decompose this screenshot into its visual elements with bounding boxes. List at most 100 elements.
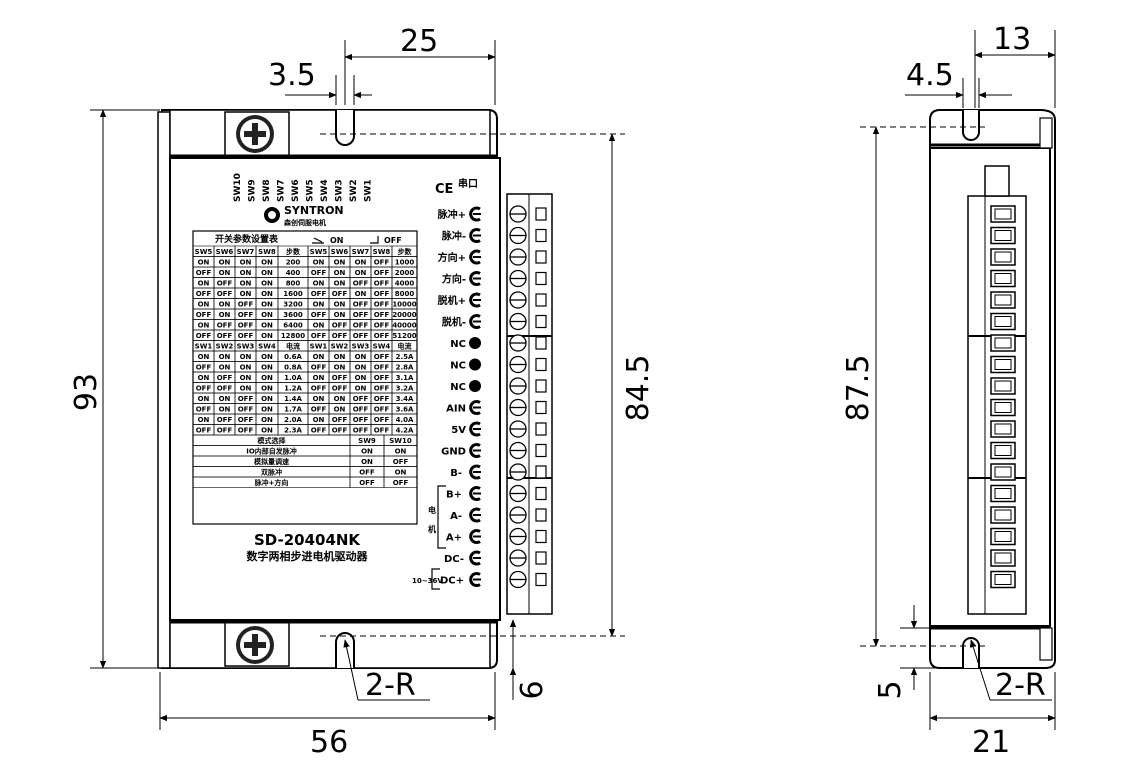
terminal-label: A- [450,511,462,522]
table-cell: SW3 [237,343,255,351]
table-cell: ON [355,290,367,298]
table-cell: 2.3A [284,427,302,435]
table-cell: OFF [374,395,390,403]
table-cell: OFF [196,290,212,298]
table-cell: OFF [238,395,254,403]
mode-cell: ON [361,448,373,456]
terminal-hook-icon [469,529,481,544]
table-cell: OFF [238,427,254,435]
table-cell: OFF [374,427,390,435]
nc-dot-icon [469,380,481,392]
table-cell: OFF [196,332,212,340]
table-cell: 3200 [283,301,303,309]
mode-cell: ON [361,458,373,466]
table-cell: 1.0A [284,374,302,382]
table-cell: ON [198,416,210,424]
table-cell: ON [198,374,210,382]
table-cell: SW8 [373,248,391,256]
terminal-label: 脉冲- [441,230,466,243]
table-cell: ON [198,322,210,330]
table-cell: ON [261,311,273,319]
side-top-slot [962,110,980,141]
voltage-bracket [431,568,440,590]
table-cell: SW1 [195,343,213,351]
terminal-label: NC [450,382,466,393]
table-cell: OFF [196,364,212,372]
table-cell: OFF [374,322,390,330]
dim-93: 93 [69,373,104,411]
table-cell: ON [261,290,273,298]
switch-label: SW6 [291,179,301,202]
table-cell: OFF [311,364,327,372]
table-cell: OFF [217,280,233,288]
table-cell: 8000 [395,290,415,298]
table-cell: ON [261,364,273,372]
table-cell: 10000 [392,301,416,309]
table-cell: ON [198,280,210,288]
terminal-hook-icon [469,206,481,222]
table-cell: ON [198,301,210,309]
table-cell: 步数 [286,247,301,256]
mode-cell: SW10 [389,437,412,445]
side-bottom-slot [962,637,980,668]
table-cell: OFF [353,416,369,424]
legend-off: OFF [384,236,402,245]
front-dimensions [90,40,625,730]
table-cell: ON [355,364,367,372]
table-cell: ON [240,280,252,288]
terminal-label: A+ [446,533,462,544]
terminal-label: 方向- [442,273,466,286]
table-cell: OFF [374,259,390,267]
table-cell: OFF [311,290,327,298]
table-cell: SW6 [216,248,234,256]
nc-dot-icon [469,358,481,371]
serial-port-icon [984,165,1010,197]
mode-cell: 双脉冲 [261,468,282,477]
table-cell: 6400 [283,322,303,330]
table-cell: ON [198,395,210,403]
dim-5: 5 [873,680,908,699]
table-cell: ON [313,322,325,330]
table-cell: OFF [238,406,254,414]
terminal-label: 5V [451,425,466,436]
table-cell: OFF [374,301,390,309]
table-cell: ON [334,301,346,309]
motor-label-2: 机 [428,524,436,534]
table-cell: ON [261,427,273,435]
terminal-hook-icon [469,292,481,308]
table-cell: ON [261,385,273,393]
terminal-hook-icon [469,464,481,480]
table-cell: 3.6A [396,406,414,414]
table-cell: ON [261,322,273,330]
table-cell: ON [261,374,273,382]
table-cell: ON [334,406,346,414]
table-cell: OFF [196,311,212,319]
table-cell: 0.6A [284,353,302,361]
table-cell: ON [261,395,273,403]
switch-label: SW5 [306,179,316,202]
table-cell: 3.2A [396,385,414,393]
table-cell: OFF [353,301,369,309]
table-cell: ON [219,395,231,403]
table-cell: 20000 [392,311,416,319]
table-cell: ON [219,406,231,414]
terminal-label: 脉冲+ [437,208,466,221]
dim-3-5: 3.5 [268,58,316,93]
screw-icon [224,621,290,667]
table-cell: SW5 [310,248,328,256]
terminal-label: AIN [446,404,466,415]
table-cell: ON [355,385,367,393]
table-cell: 200 [286,259,301,267]
terminal-label: B+ [446,490,462,501]
table-cell: 2.8A [396,364,414,372]
table-cell: 0.8A [284,364,302,372]
side-view [929,109,1056,669]
dim-13: 13 [993,22,1031,57]
table-cell: ON [198,259,210,267]
table-cell: SW7 [237,248,255,256]
table-cell: OFF [374,332,390,340]
table-cell: OFF [374,374,390,382]
table-cell: OFF [353,311,369,319]
